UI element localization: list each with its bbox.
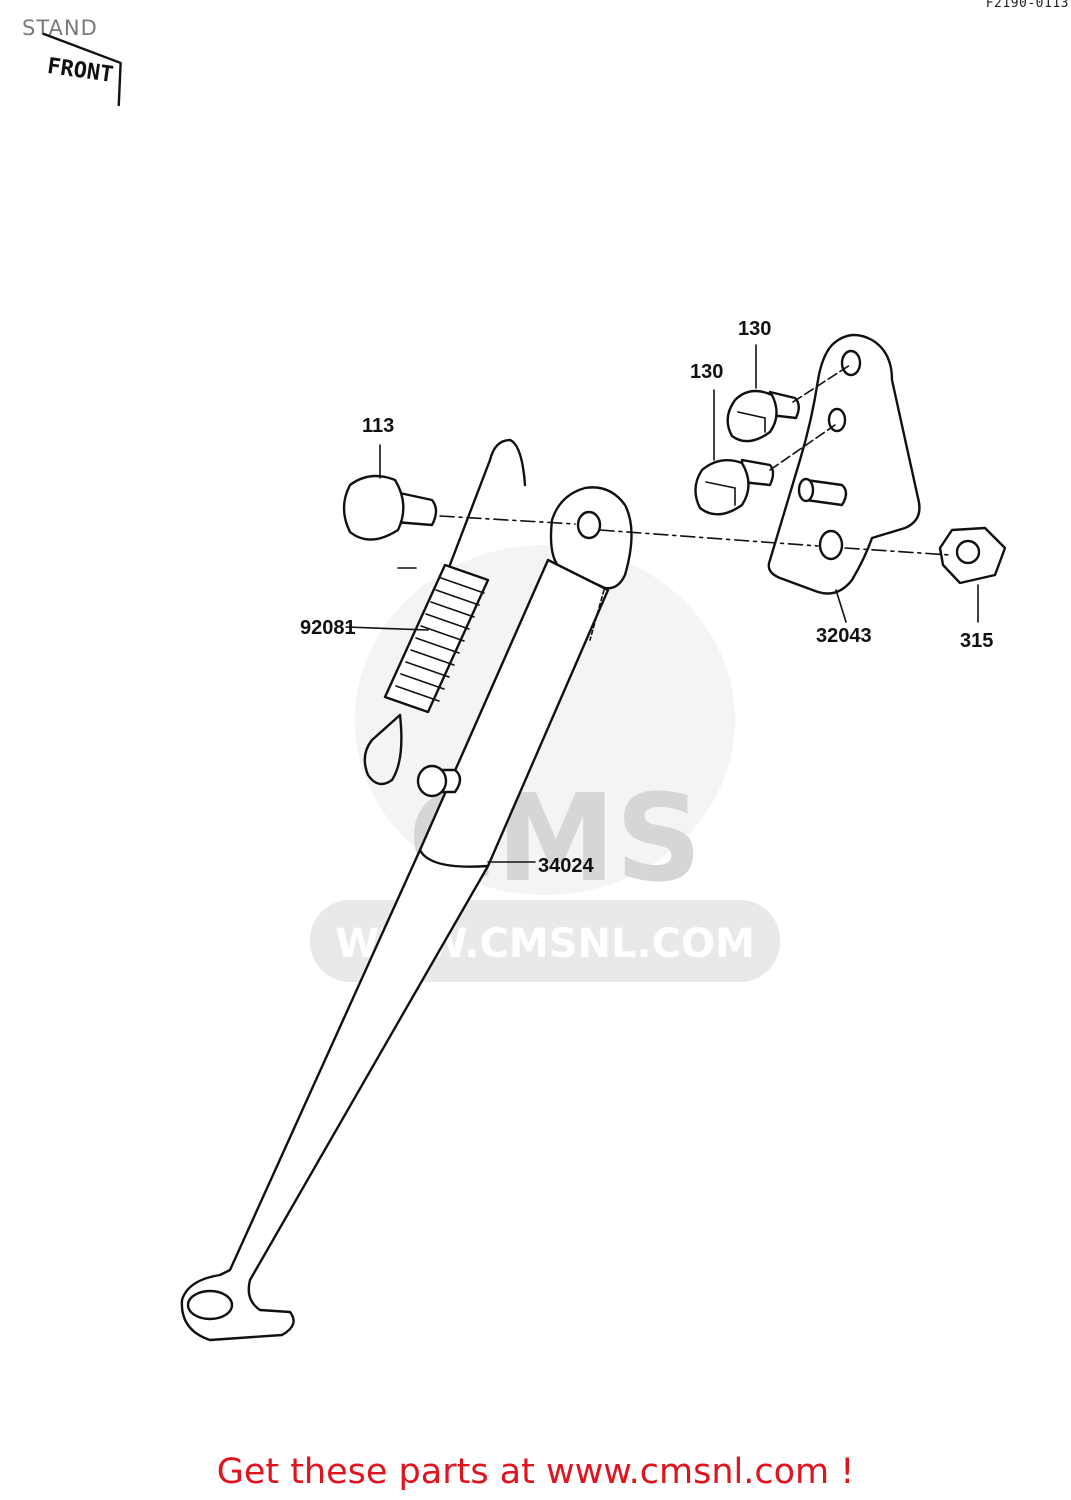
front-badge-frame	[42, 32, 122, 107]
part-label-32043: 32043	[816, 625, 872, 647]
bracket-32043	[767, 333, 921, 595]
part-label-113: 113	[362, 415, 394, 437]
bolt-130-lower	[694, 458, 775, 516]
part-label-130-upper: 130	[738, 318, 771, 340]
part-label-315: 315	[960, 630, 993, 652]
spring-coils	[395, 577, 485, 702]
part-label-34024: 34024	[538, 855, 594, 877]
spring-92081	[363, 438, 527, 786]
bolt-130-upper	[726, 389, 800, 443]
page-title: STAND	[22, 16, 98, 40]
front-badge-label: FRONT	[46, 54, 115, 88]
nut-315	[938, 526, 1007, 585]
leader-lines	[345, 344, 979, 863]
get-parts-link[interactable]: Get these parts at www.cmsnl.com !	[216, 1452, 855, 1492]
diagram-code: F2190-0113	[985, 0, 1069, 11]
part-label-130-lower: 130	[690, 361, 723, 383]
side-stand-34024	[180, 486, 633, 1342]
front-direction-badge: FRONT	[42, 32, 122, 107]
part-label-92081: 92081	[300, 617, 356, 639]
pivot-bolt-113	[342, 474, 438, 541]
